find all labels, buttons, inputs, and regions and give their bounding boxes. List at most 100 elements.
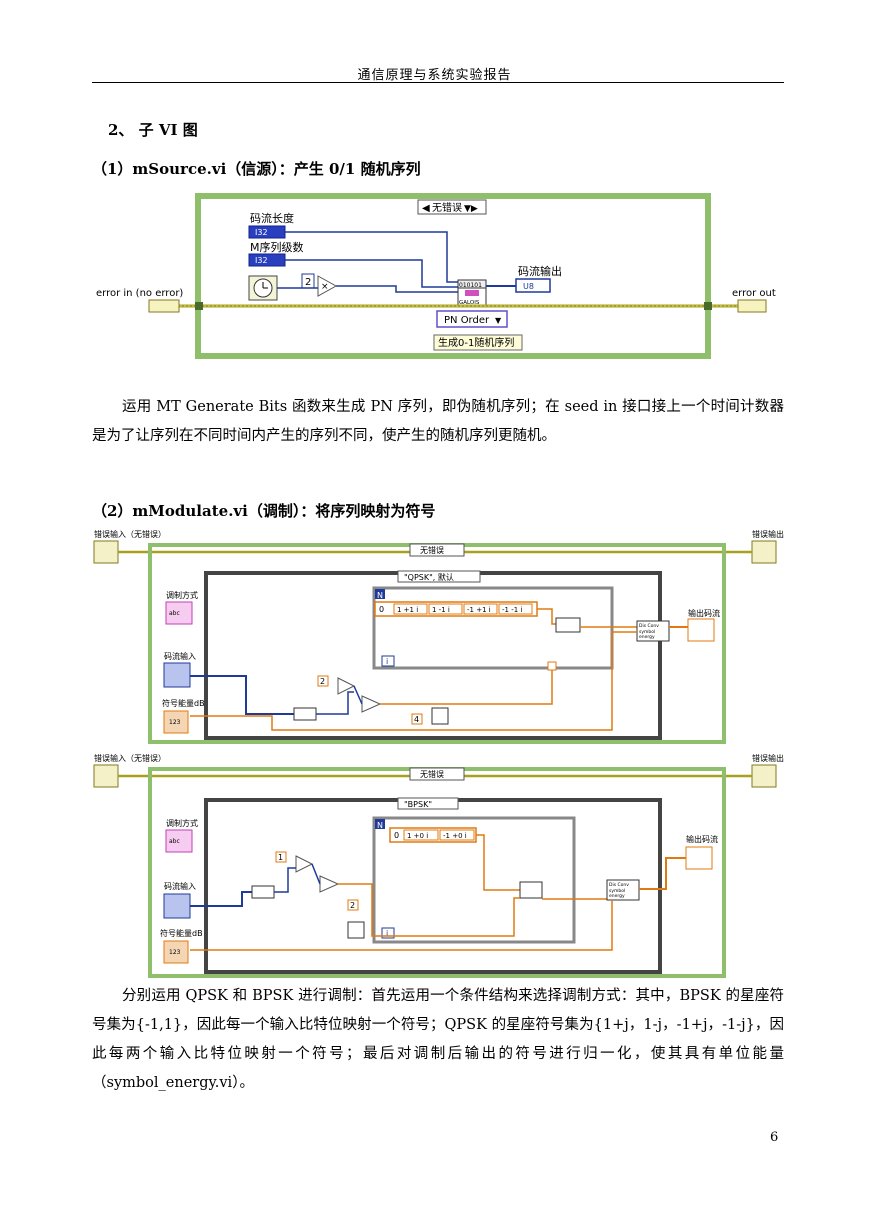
svg-text:×: × [321,282,329,292]
svg-text:PN Order: PN Order [444,315,490,326]
label-order: M序列级数 [250,240,304,254]
i32-text-2: I32 [255,256,268,265]
subsection-1-title: （1）mSource.vi（信源）：产生 0/1 随机序列 [92,160,421,178]
array-cell [403,829,439,841]
svg-text:energy: energy [609,893,625,899]
svg-text:◀: ◀ [422,203,430,214]
svg-text:码流输入: 码流输入 [164,881,196,891]
array-cell [463,603,498,615]
i32-text-1: I32 [255,228,268,237]
error-in-label: error in (no error) [96,288,183,299]
svg-text:U8: U8 [523,282,534,291]
array-cell [439,829,475,841]
case-selector-label: 无错误 [432,201,462,214]
case-selector [417,199,487,215]
svg-text:symbol: symbol [609,888,625,894]
header-rule [92,82,784,83]
array-cell-value: -1 -1 i [502,606,522,614]
svg-text:0: 0 [394,831,399,840]
energy-control-b [163,940,189,964]
array-cell [428,603,463,615]
page-number: 6 [770,1130,779,1145]
error-out-indicator [737,299,767,313]
array-cell-value: -1 +0 i [443,832,467,840]
svg-text:"BPSK": "BPSK" [404,800,432,809]
subsection-2-title: （2）mModulate.vi（调制）：将序列映射为符号 [92,502,436,520]
svg-text:N: N [377,821,383,830]
svg-text:2: 2 [320,677,325,686]
svg-text:符号能量dB: 符号能量dB [160,928,203,938]
svg-text:输出码流: 输出码流 [686,834,718,844]
u8-output-indicator [515,278,551,293]
svg-text:错误输出: 错误输出 [752,529,784,539]
svg-text:错误输出: 错误输出 [752,753,784,763]
bpsk-array: 1 +0 i -1 +0 i [403,829,475,841]
array-cell-value: -1 +1 i [467,606,491,614]
output-stream-a [687,618,715,642]
symbol-energy-vi-a [636,620,670,642]
paragraph-1: 运用 MT Generate Bits 函数来生成 PN 序列，即伪随机序列；在… [92,399,784,444]
svg-text:abc: abc [169,610,180,617]
svg-text:▼: ▼ [495,316,502,325]
svg-text:调制方式: 调制方式 [166,818,198,828]
msource-block-diagram: ◀ 无错误 ▼▶ 码流长度 I32 M序列级数 I32 2 × 010101 G… [96,193,776,359]
mod-control-b [165,829,193,853]
svg-text:2: 2 [305,277,311,288]
array-cell-value: 1 +1 i [397,606,418,614]
svg-text:2: 2 [350,901,355,910]
multiply-node [317,275,338,297]
mmodulate-bpsk-diagram: 错误输入（无错误） 错误输出 无错误 "BPSK" N i 0 1 +0 i -1… [93,753,784,978]
mmodulate-qpsk-diagram: 错误输入（无错误） 错误输出 无错误 "QPSK", 默认 N i 0 1 +1… [93,529,784,744]
svg-text:错误输入（无错误）: 错误输入（无错误） [94,753,166,763]
svg-text:i: i [386,657,388,666]
svg-text:N: N [377,591,383,600]
svg-text:1: 1 [278,853,283,862]
svg-text:无错误: 无错误 [420,545,444,555]
svg-text:调制方式: 调制方式 [166,590,198,600]
array-cell [393,603,428,615]
bits-control-a [163,662,191,688]
array-cell-value: 1 -1 i [432,606,450,614]
svg-text:▼▶: ▼▶ [464,204,478,214]
output-stream-b [685,846,713,870]
svg-text:0: 0 [379,605,384,614]
svg-text:"QPSK", 默认: "QPSK", 默认 [404,572,454,582]
svg-text:4: 4 [414,715,419,724]
paragraph-2: 分别运用 QPSK 和 BPSK 进行调制：首先运用一个条件结构来选择调制方式：… [92,988,784,1091]
svg-text:abc: abc [169,838,180,845]
svg-text:Dis Conv: Dis Conv [609,882,629,888]
svg-text:123: 123 [169,719,181,726]
svg-text:Dis Conv: Dis Conv [639,623,659,629]
error-in-control [148,299,180,313]
error-in-control-a [93,540,119,564]
error-in-control-b [93,764,119,788]
qpsk-array: 1 +1 i 1 -1 i -1 +1 i -1 -1 i [393,603,533,615]
running-header: 通信原理与系统实验报告 [357,68,512,83]
svg-text:123: 123 [169,949,181,956]
pn-order-ring [436,310,508,328]
svg-text:码流输入: 码流输入 [164,651,196,661]
bits-control-b [163,893,191,919]
svg-text:符号能量dB: 符号能量dB [162,698,205,708]
svg-text:错误输入（无错误）: 错误输入（无错误） [94,529,166,539]
mod-control-a [165,601,193,625]
svg-text:输出码流: 输出码流 [688,608,720,618]
svg-text:symbol: symbol [639,629,655,635]
error-out-indicator-a [751,540,777,564]
svg-text:i: i [386,929,388,938]
array-cell-value: 1 +0 i [407,832,428,840]
array-cell [498,603,533,615]
svg-text:生成0-1随机序列: 生成0-1随机序列 [438,336,514,349]
case-structure-frame [195,193,711,359]
svg-text:energy: energy [639,634,655,640]
comment-box [433,334,523,351]
section-title: 2、 子 VI 图 [108,121,198,139]
svg-text:010101: 010101 [459,282,482,289]
svg-text:GALOIS: GALOIS [459,300,480,306]
index-array-b [519,881,543,899]
error-out-indicator-b [751,764,777,788]
index-array-a [555,617,581,633]
output-label: 码流输出 [518,264,562,278]
energy-control-a [163,710,189,734]
svg-text:无错误: 无错误 [420,769,444,779]
